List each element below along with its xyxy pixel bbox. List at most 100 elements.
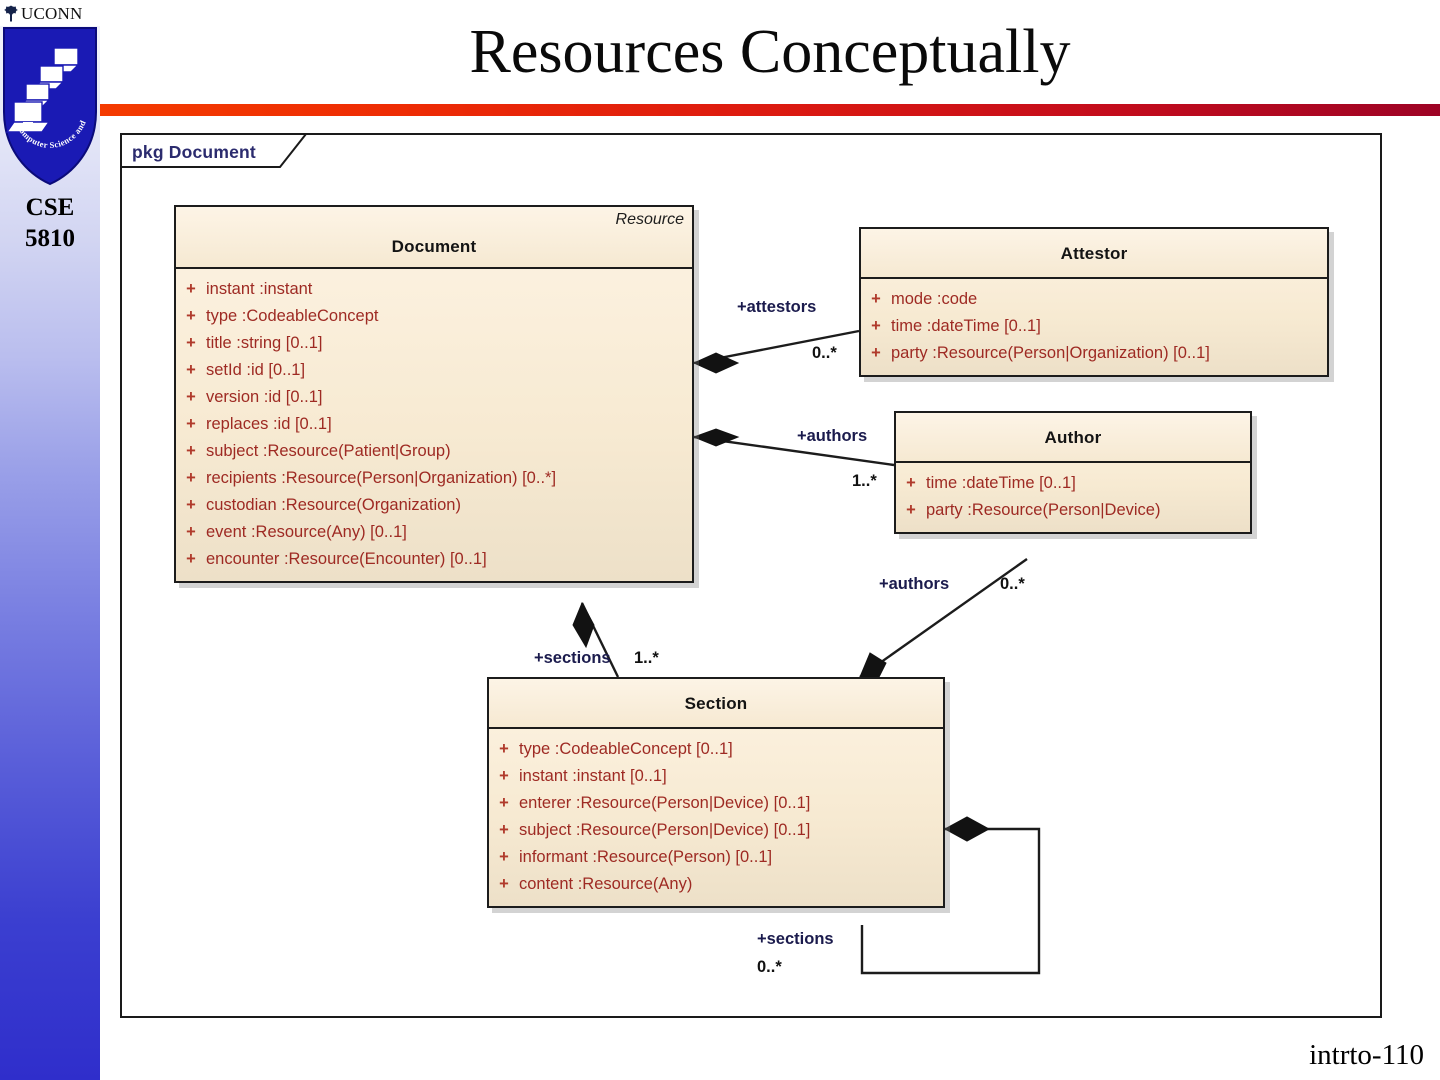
assoc-mult-authors-section: 0..* [1000,575,1025,593]
assoc-mult-sections-section: 0..* [757,958,782,976]
class-attribute: + enterer :Resource(Person|Device) [0..1] [489,790,943,817]
class-attribute: + replaces :id [0..1] [176,411,692,438]
uconn-oak-leaf-icon [4,5,18,21]
visibility-marker: + [499,740,509,758]
uml-class-author[interactable]: Author +time :dateTime [0..1] + party :Re… [894,411,1252,534]
visibility-marker: + [871,290,881,308]
attribute-signature: subject :Resource(Person|Device) [0..1] [519,821,811,839]
class-attribute: + type :CodeableConcept [0..1] [489,736,943,763]
uml-package-frame: pkg Document +attesto [120,133,1382,1018]
uconn-wordmark-text: UCONN [21,3,83,23]
class-attribute: + instant :instant [176,276,692,303]
class-name-author: Author [1044,428,1102,447]
attribute-signature: mode :code [891,290,978,308]
class-attribute: + event :Resource(Any) [0..1] [176,519,692,546]
diamond-document-authors [692,428,740,447]
class-attributes-attestor: + mode :code + time :dateTime [0..1] +part… [861,279,1327,375]
attribute-signature: party :Resource(Person|Device) [926,501,1161,519]
visibility-marker: + [186,334,196,352]
class-attribute: + setId :id [0..1] [176,357,692,384]
class-name-document: Document [391,237,477,256]
class-attribute: + mode :code [861,286,1327,313]
class-name-attestor: Attestor [1060,244,1128,263]
attribute-signature: enterer :Resource(Person|Device) [0..1] [519,794,811,812]
class-attribute: + title :string [0..1] [176,330,692,357]
package-tab: pkg Document [120,133,310,173]
class-attribute: + content :Resource(Any) [489,871,943,898]
class-attribute: +type :CodeableConcept [176,303,692,330]
visibility-marker: + [499,821,509,839]
class-attribute: + party :Resource(Person|Device) [896,497,1250,524]
page-title: Resources Conceptually [469,18,1071,86]
visibility-marker: + [186,280,196,298]
visibility-marker: + [186,496,196,514]
attribute-signature: type :CodeableConcept [206,307,379,325]
visibility-marker: + [186,361,196,379]
class-attribute: + recipients :Resource(Person|Organizatio… [176,465,692,492]
class-stereotype-document: Resource [615,211,684,228]
attribute-signature: informant :Resource(Person) [0..1] [519,848,773,866]
attribute-signature: custodian :Resource(Organization) [206,496,461,514]
visibility-marker: + [871,344,881,362]
visibility-marker: + [186,523,196,541]
attribute-signature: time :dateTime [0..1] [891,317,1041,335]
course-code-line1: CSE [25,194,75,221]
attribute-signature: instant :instant [206,280,313,298]
class-attribute: + custodian :Resource(Organization) [176,492,692,519]
class-attributes-document: +instant :instant +type :CodeableConcept… [176,269,692,581]
attribute-signature: content :Resource(Any) [519,875,693,893]
visibility-marker: + [186,388,196,406]
uml-class-section[interactable]: Section + type :CodeableConcept [0..1] + i… [487,677,945,908]
diamond-document-sections [572,601,595,649]
attribute-signature: title :string [0..1] [206,334,323,352]
visibility-marker: + [906,474,916,492]
visibility-marker: + [906,501,916,519]
class-attributes-author: +time :dateTime [0..1] + party :Resource(… [896,463,1250,532]
assoc-label-authors-document: +authors [797,427,868,445]
attribute-signature: setId :id [0..1] [206,361,306,379]
assoc-label-authors-section: +authors [879,575,950,593]
uml-class-attestor[interactable]: Attestor + mode :code + time :dateTime [0.… [859,227,1329,377]
title-divider-rule [100,104,1440,116]
visibility-marker: + [186,415,196,433]
attribute-signature: subject :Resource(Patient|Group) [206,442,451,460]
class-attribute: + informant :Resource(Person) [0..1] [489,844,943,871]
attribute-signature: instant :instant [0..1] [519,767,667,785]
class-attributes-section: + type :CodeableConcept [0..1] + instant :… [489,729,943,906]
package-label: pkg Document [132,142,256,162]
visibility-marker: + [186,469,196,487]
attribute-signature: version :id [0..1] [206,388,323,406]
diamond-document-attestors [692,352,740,374]
visibility-marker: + [499,875,509,893]
assoc-label-sections-section: +sections [757,930,834,948]
assoc-mult-attestors: 0..* [812,344,837,362]
class-attribute: + version :id [0..1] [176,384,692,411]
class-attribute: + subject :Resource(Person|Device) [0..1] [489,817,943,844]
class-attribute: + instant :instant [0..1] [489,763,943,790]
class-header-document: Resource Document [176,207,692,269]
assoc-mult-sections-document: 1..* [634,649,659,667]
class-header-section: Section [489,679,943,729]
attribute-signature: recipients :Resource(Person|Organization… [206,469,557,487]
class-header-attestor: Attestor [861,229,1327,279]
uconn-wordmark: UCONN [0,0,100,26]
attribute-signature: encounter :Resource(Encounter) [0..1] [206,550,487,568]
attribute-signature: event :Resource(Any) [0..1] [206,523,407,541]
visibility-marker: + [499,794,509,812]
course-sidebar: UCONN Computer Science and Engineering C… [0,0,100,1080]
class-attribute: + subject :Resource(Patient|Group) [176,438,692,465]
visibility-marker: + [871,317,881,335]
visibility-marker: + [499,848,509,866]
course-code-line2: 5810 [25,225,75,252]
uml-class-document[interactable]: Resource Document +instant :instant +typ… [174,205,694,583]
class-attribute: + time :dateTime [0..1] [861,313,1327,340]
visibility-marker: + [186,442,196,460]
class-name-section: Section [684,694,748,713]
attribute-signature: replaces :id [0..1] [206,415,332,433]
class-attribute: +party :Resource(Person|Organization) [0… [861,340,1327,367]
assoc-label-attestors: +attestors [737,298,817,316]
attribute-signature: type :CodeableConcept [0..1] [519,740,733,758]
class-attribute: +time :dateTime [0..1] [896,470,1250,497]
assoc-label-sections-document: +sections [534,649,611,667]
visibility-marker: + [499,767,509,785]
